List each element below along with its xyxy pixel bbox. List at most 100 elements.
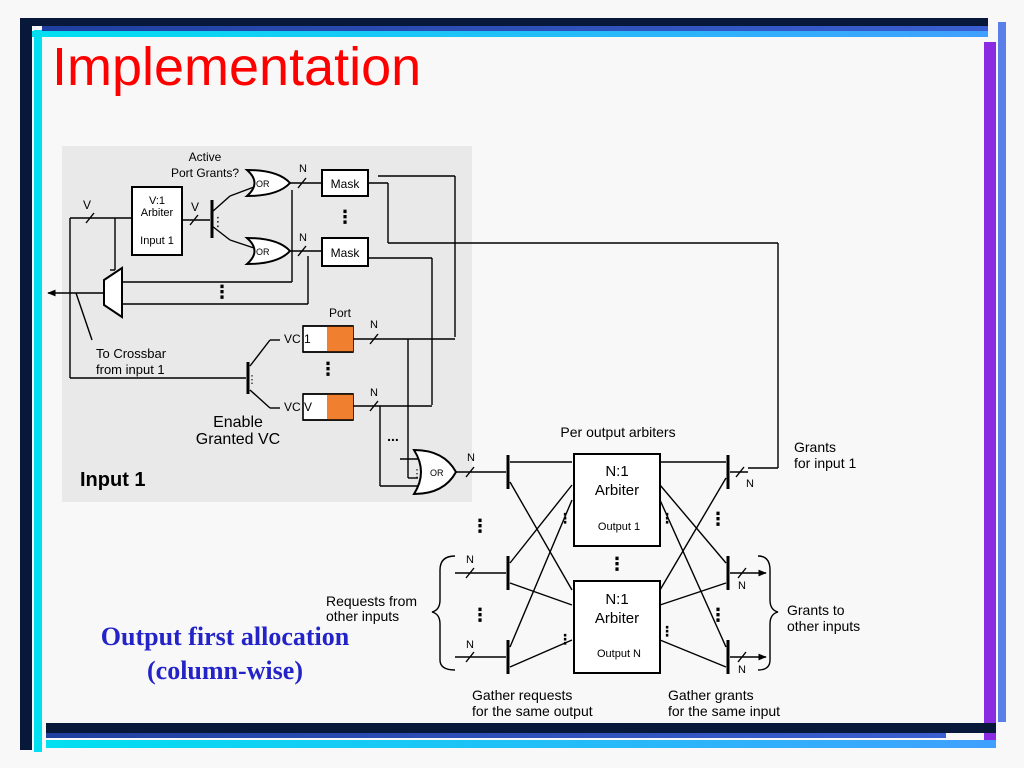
- v1-arbiter-line1: V:1: [149, 195, 165, 207]
- arbiter2-output: Output N: [597, 648, 641, 660]
- v-label-right: V: [191, 200, 199, 214]
- arbiter2-line1: N:1: [605, 591, 628, 608]
- request-or-label: OR: [430, 468, 444, 478]
- gather-requests-line1: Gather requests: [472, 687, 572, 703]
- active-label-line2: Port Grants?: [171, 166, 239, 180]
- gather-grants-line2: for the same input: [668, 703, 780, 719]
- mask-box-1: [321, 169, 369, 197]
- or-gate-2: [244, 236, 292, 266]
- arbiter1-output: Output 1: [598, 521, 640, 533]
- or-dots: ⋮: [412, 468, 423, 480]
- n-slash-request: [465, 466, 475, 478]
- v1-arbiter-input: Input 1: [140, 235, 174, 247]
- v1-arbiter-line2: Arbiter: [141, 207, 174, 219]
- v-slash-right: [189, 214, 199, 226]
- caption-line1: Output first allocation: [100, 622, 350, 651]
- active-label-line1: Active: [189, 150, 222, 164]
- frame-bar-bottom-blue: [46, 733, 946, 738]
- frame-bar-top-dark: [20, 18, 988, 26]
- requests-other-line1: Requests from: [326, 593, 417, 609]
- frame-bar-top-blue: [42, 26, 988, 31]
- n-label-request-3: N: [466, 639, 474, 651]
- n-label-or2: N: [299, 232, 307, 244]
- n-slash-grant-3: [737, 651, 747, 663]
- grants-input1-line2: for input 1: [794, 455, 856, 471]
- frame-bar-bottom-dark: [46, 723, 996, 733]
- v-slash-left: [85, 212, 95, 224]
- crossbar-mux: [103, 266, 123, 319]
- n-label-vcv: N: [370, 387, 378, 399]
- n-label-request-2: N: [466, 554, 474, 566]
- n-label-request: N: [467, 452, 475, 464]
- request-ellipsis: ...: [387, 428, 399, 444]
- request-dots-1: ⋮: [471, 516, 489, 536]
- v1-arbiter-box: [131, 186, 183, 256]
- arbiter1-out-dots: ⋮: [660, 510, 674, 526]
- n-slash-grant-2: [737, 567, 747, 579]
- arbiter1-line2: Arbiter: [595, 482, 639, 499]
- frame-bar-left-cyan: [34, 30, 42, 752]
- enable-demux-dots: ⋮: [247, 374, 258, 386]
- grants-brace: [757, 555, 779, 671]
- n-slash-or1: [297, 177, 307, 189]
- n-label-grant-3: N: [738, 664, 746, 676]
- vc1-label: VC 1: [284, 332, 311, 346]
- n-slash-grant-1: [735, 466, 745, 478]
- n-label-or1: N: [299, 163, 307, 175]
- v-label-left: V: [83, 198, 91, 212]
- arbiter2-out-dots: ⋮: [660, 623, 674, 639]
- n-label-vc1: N: [370, 319, 378, 331]
- or-label-2: OR: [256, 247, 270, 257]
- grants-input1-line1: Grants: [794, 439, 836, 455]
- mask-box-2: [321, 237, 369, 267]
- vcv-label: VC V: [284, 400, 312, 414]
- n-slash-request-2: [465, 567, 475, 579]
- per-output-label: Per output arbiters: [560, 424, 675, 440]
- requests-other-line2: other inputs: [326, 608, 399, 624]
- vc1-buffer-head: [327, 326, 353, 352]
- n-slash-vc1: [369, 333, 379, 345]
- mask-label-1: Mask: [331, 177, 361, 191]
- frame-bar-right-purple: [984, 42, 996, 742]
- or-gate-1: [244, 168, 292, 198]
- slide-title: Implementation: [52, 37, 422, 97]
- caption-line2: (column-wise): [147, 656, 303, 685]
- grants-other-line1: Grants to: [787, 602, 845, 618]
- arbiter1-in-dots: ⋮: [558, 510, 572, 526]
- arbiter2-line2: Arbiter: [595, 610, 639, 627]
- enable-line2: Granted VC: [196, 431, 280, 448]
- crossbar-line1: To Crossbar: [96, 346, 167, 361]
- gather-grants-line1: Gather grants: [668, 687, 754, 703]
- mask-dots: ⋮: [336, 207, 354, 227]
- frame-bar-top-cyan: [30, 31, 988, 37]
- n1-arbiter-outputn: [573, 580, 661, 674]
- frame-bar-right-blue: [998, 22, 1006, 722]
- n-label-grant-1: N: [746, 478, 754, 490]
- grants-other-line2: other inputs: [787, 618, 860, 634]
- enable-line1: Enable: [213, 414, 263, 431]
- grant-dots-2: ⋮: [709, 605, 727, 625]
- crossbar-line2: from input 1: [96, 362, 165, 377]
- mux-dots: ⋮: [213, 282, 231, 302]
- n-slash-request-3: [465, 651, 475, 663]
- port-label: Port: [329, 306, 352, 320]
- demux-dots: ⋮: [212, 214, 225, 229]
- n-label-grant-2: N: [738, 580, 746, 592]
- request-or-gate: [412, 448, 458, 496]
- requests-brace: [431, 555, 456, 671]
- frame-bar-bottom-cyan: [46, 740, 996, 748]
- gather-requests-line2: for the same output: [472, 703, 593, 719]
- request-dots-2: ⋮: [471, 605, 489, 625]
- n-slash-or2: [297, 245, 307, 257]
- frame-bar-left-dark: [20, 18, 32, 750]
- arbiter1-line1: N:1: [605, 463, 628, 480]
- vcv-buffer-head: [327, 394, 353, 420]
- arbiter2-in-dots: ⋮: [558, 631, 572, 647]
- grant-dots-1: ⋮: [709, 509, 727, 529]
- vc-dots: ⋮: [319, 359, 337, 379]
- n-slash-vcv: [369, 400, 379, 412]
- mask-label-2: Mask: [331, 246, 361, 260]
- input1-label: Input 1: [80, 469, 146, 491]
- or-label-1: OR: [256, 179, 270, 189]
- input1-panel: [62, 146, 472, 502]
